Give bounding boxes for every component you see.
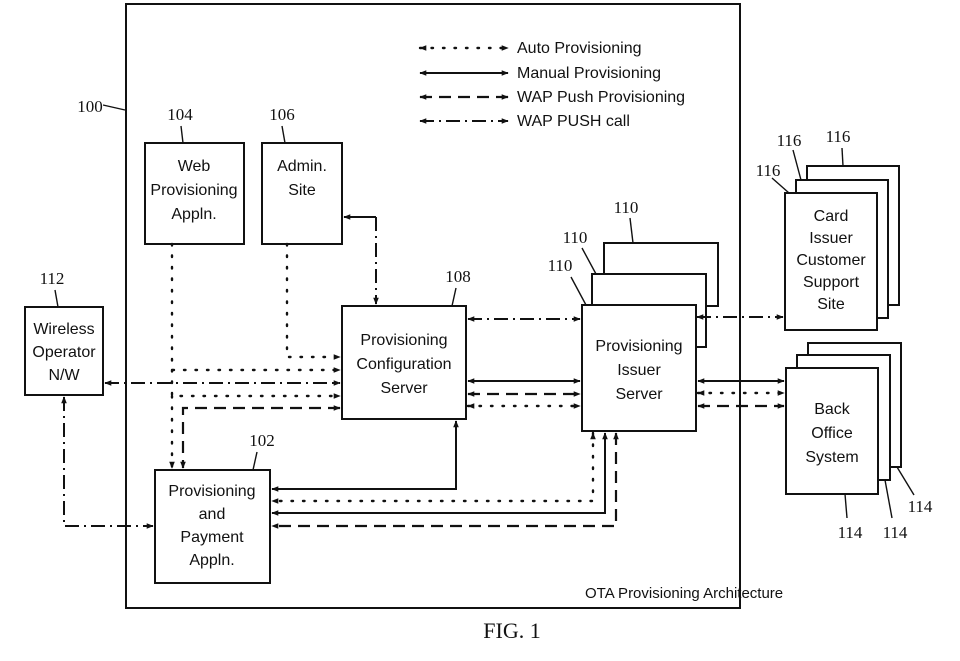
wireless-line: N/W <box>48 367 80 384</box>
node-admin-site: 106 Admin. Site <box>261 105 343 245</box>
back-office-line: Back <box>814 401 851 418</box>
legend-item-call: WAP PUSH call <box>419 113 630 130</box>
wireless-line: Operator <box>32 344 96 361</box>
back-office-line: Office <box>811 425 853 442</box>
web-prov-line: Web <box>178 158 211 175</box>
node-wireless-operator: 112 Wireless Operator N/W <box>24 269 104 396</box>
ref-114: 114 <box>838 523 863 542</box>
ref-110: 110 <box>548 256 573 275</box>
card-issuer-line: Site <box>817 296 845 313</box>
payment-line: and <box>199 506 226 523</box>
node-back-office: 114 114 114 Back Office System <box>785 342 933 542</box>
ref-116: 116 <box>826 127 851 146</box>
conn-issuer-payment-push <box>271 432 619 529</box>
node-card-issuer-support: 116 116 116 Card Issuer Customer Support… <box>756 127 900 331</box>
ref-106: 106 <box>269 105 295 124</box>
ref-102: 102 <box>249 431 275 450</box>
ref-112: 112 <box>40 269 65 288</box>
conn-web-config-auto <box>170 242 342 373</box>
ref-116: 116 <box>777 131 802 150</box>
card-issuer-line: Card <box>814 208 849 225</box>
legend-item-push: WAP Push Provisioning <box>419 89 685 106</box>
legend-call-label: WAP PUSH call <box>517 113 630 130</box>
card-issuer-line: Customer <box>796 252 866 269</box>
web-prov-line: Provisioning <box>150 182 237 199</box>
ref-110: 110 <box>614 198 639 217</box>
payment-line: Appln. <box>189 552 234 569</box>
ref-114: 114 <box>908 497 933 516</box>
ref-116: 116 <box>756 161 781 180</box>
ota-architecture-frame <box>125 3 741 609</box>
config-line: Server <box>380 380 428 397</box>
ref-110: 110 <box>563 228 588 247</box>
conn-issuer-payment-auto <box>270 431 596 504</box>
conn-wireless-payment-call <box>61 396 154 529</box>
payment-line: Provisioning <box>168 483 255 500</box>
legend-item-auto: Auto Provisioning <box>418 40 642 57</box>
wireless-line: Wireless <box>33 321 94 338</box>
conn-web-config-auto-2 <box>170 368 342 399</box>
node-issuer-server: 110 110 110 Provisioning Issuer Server <box>548 198 719 432</box>
conn-config-payment-manual <box>271 420 459 492</box>
ref-114: 114 <box>883 523 908 542</box>
admin-line: Admin. <box>277 158 327 175</box>
conn-admin-config-auto <box>285 242 342 360</box>
back-office-line: System <box>805 449 858 466</box>
legend: Auto Provisioning Manual Provisioning WA… <box>418 40 685 130</box>
config-line: Configuration <box>356 356 451 373</box>
figure-caption: FIG. 1 <box>483 618 540 643</box>
legend-push-label: WAP Push Provisioning <box>517 89 685 106</box>
frame-ref: 100 <box>77 97 103 116</box>
legend-auto-label: Auto Provisioning <box>517 40 642 57</box>
legend-manual-label: Manual Provisioning <box>517 65 661 82</box>
architecture-label: OTA Provisioning Architecture <box>585 585 783 602</box>
admin-line: Site <box>288 182 316 199</box>
card-issuer-line: Support <box>803 274 860 291</box>
conn-config-payment-push <box>180 405 341 469</box>
frame-ref-leader <box>102 104 126 111</box>
legend-item-manual: Manual Provisioning <box>419 65 661 82</box>
ref-104: 104 <box>167 105 193 124</box>
connections <box>61 214 786 529</box>
node-web-provisioning: 104 Web Provisioning Appln. <box>144 105 245 245</box>
issuer-line: Provisioning <box>595 338 682 355</box>
issuer-line: Issuer <box>617 362 661 379</box>
issuer-line: Server <box>615 386 663 403</box>
node-configuration-server: 108 Provisioning Configuration Server <box>341 267 471 420</box>
card-issuer-line: Issuer <box>809 230 853 247</box>
ref-108: 108 <box>445 267 471 286</box>
payment-line: Payment <box>180 529 244 546</box>
config-line: Provisioning <box>360 332 447 349</box>
web-prov-line: Appln. <box>171 206 216 223</box>
